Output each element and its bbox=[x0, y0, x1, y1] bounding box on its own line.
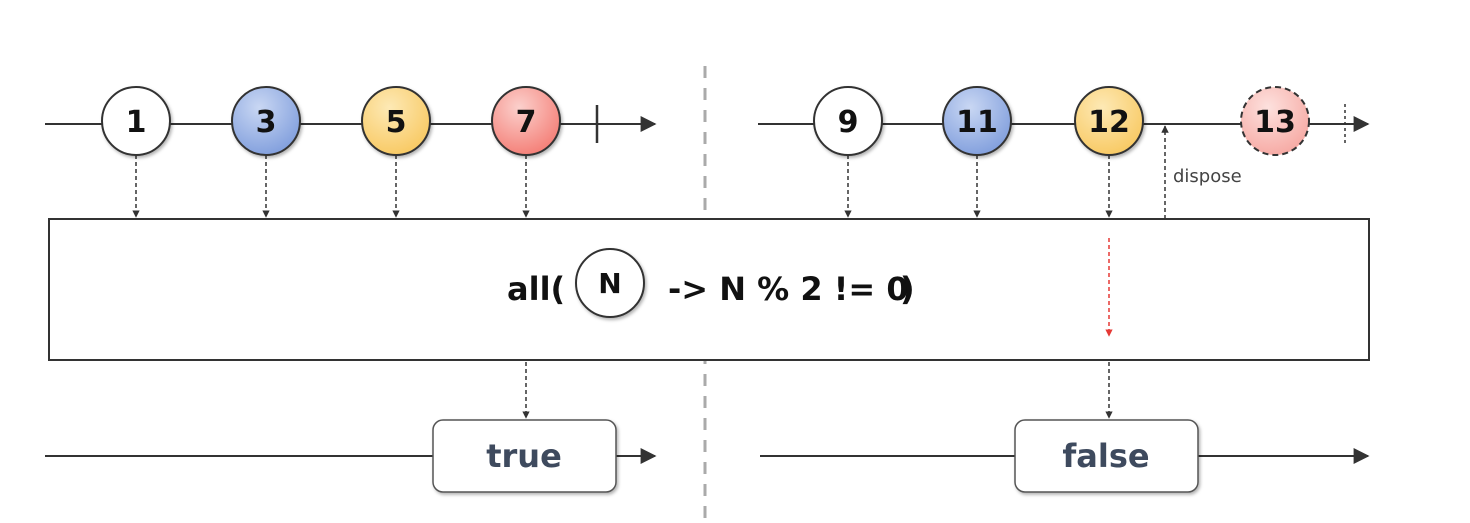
marble-12-label: 12 bbox=[1088, 105, 1130, 140]
left-result-box bbox=[432, 419, 617, 493]
right-marbles: 9 11 12 13 bbox=[813, 86, 1310, 156]
operator-expression: -> N % 2 != 0 bbox=[668, 270, 909, 308]
marble-3-label: 3 bbox=[256, 105, 277, 140]
marble-9 bbox=[813, 86, 883, 156]
marble-11 bbox=[942, 86, 1012, 156]
marble-1 bbox=[101, 86, 171, 156]
marble-1-label: 1 bbox=[126, 105, 147, 140]
marble-7 bbox=[491, 86, 561, 156]
operator-param-circle bbox=[575, 248, 645, 318]
marble-5 bbox=[361, 86, 431, 156]
marble-13-label: 13 bbox=[1254, 105, 1296, 140]
marble-12 bbox=[1074, 86, 1144, 156]
operator-box bbox=[48, 218, 1370, 361]
marble-3 bbox=[231, 86, 301, 156]
marble-13 bbox=[1240, 86, 1310, 156]
marble-11-label: 11 bbox=[956, 105, 998, 140]
marble-7-label: 7 bbox=[516, 105, 537, 140]
marble-5-label: 5 bbox=[386, 105, 407, 140]
operator-suffix: ) bbox=[900, 270, 915, 308]
left-marbles: 1 3 5 7 bbox=[101, 86, 561, 156]
right-result-label: false bbox=[1062, 437, 1149, 475]
operator-param: N bbox=[598, 267, 621, 300]
dispose-label: dispose bbox=[1173, 166, 1242, 187]
right-result-box bbox=[1014, 419, 1199, 493]
left-result-label: true bbox=[486, 437, 562, 475]
operator-prefix: all( bbox=[507, 270, 565, 308]
input-drop-arrows bbox=[132, 155, 1113, 218]
marble-9-label: 9 bbox=[838, 105, 859, 140]
